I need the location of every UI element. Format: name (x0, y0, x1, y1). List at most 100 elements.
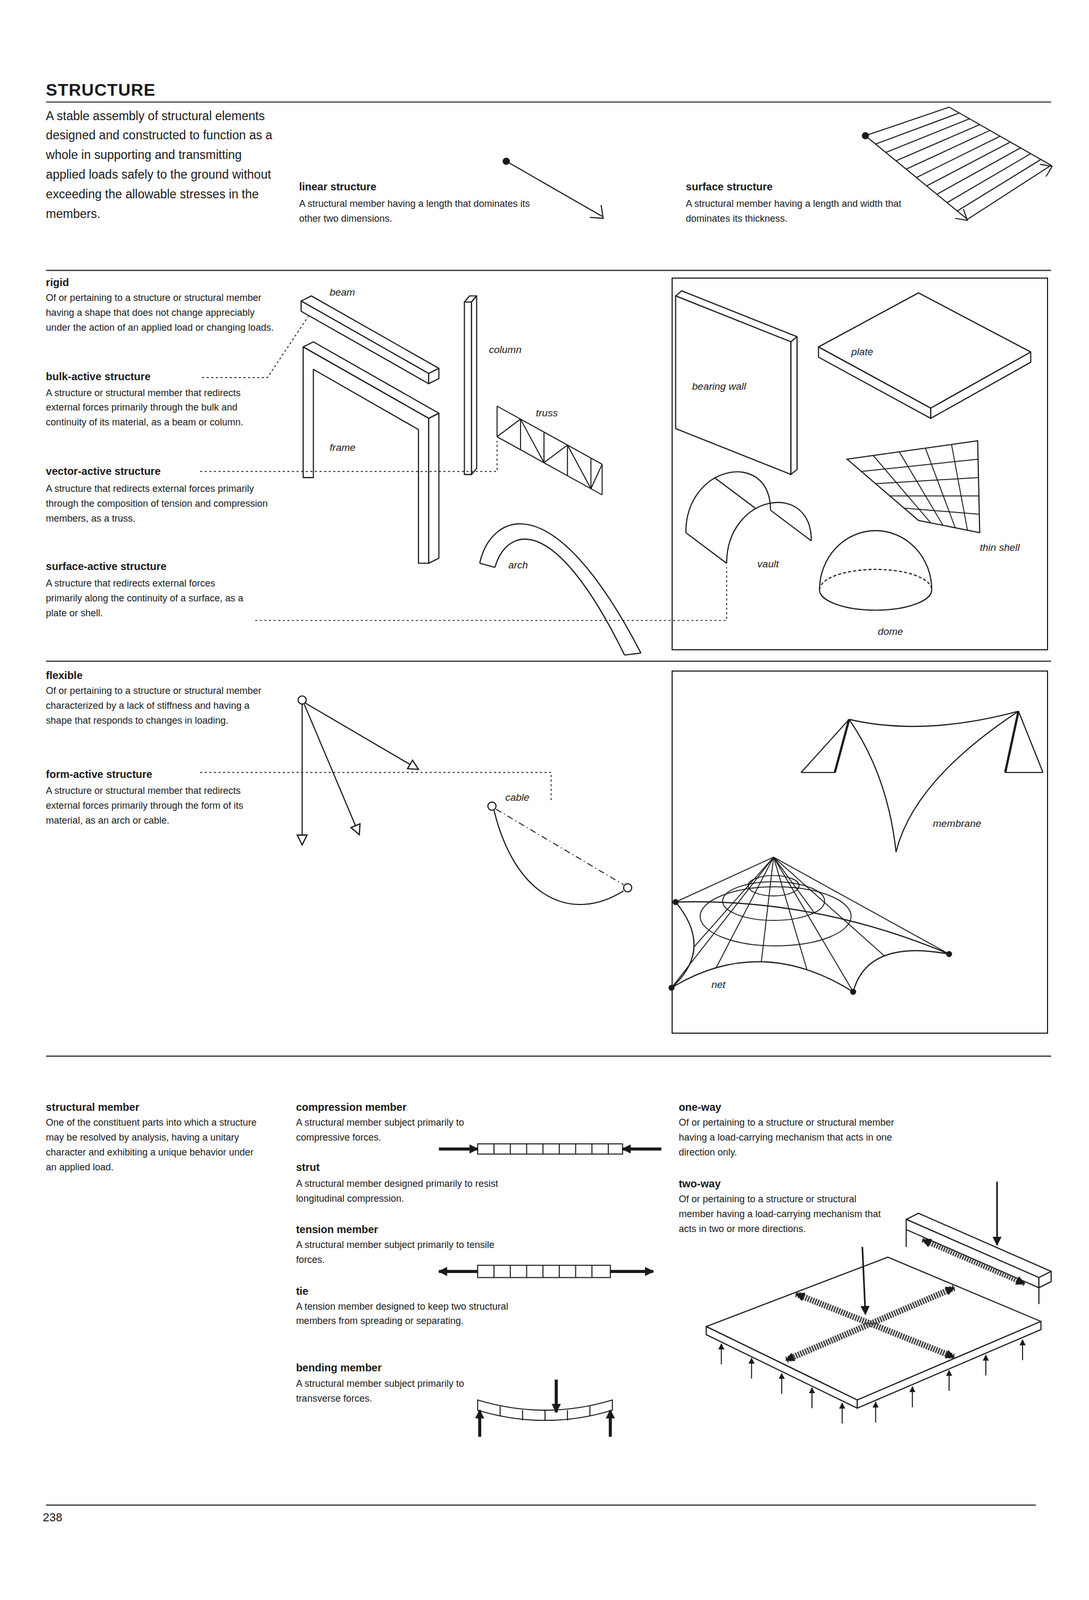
cable-figure (487, 801, 632, 905)
rule-line (46, 102, 1052, 1506)
compression-member-figure (438, 1147, 478, 1151)
page-number: 238 (43, 1510, 63, 1525)
definition-text: A structural member subject primarily to… (296, 1115, 511, 1146)
compression-member-figure (493, 1143, 495, 1154)
term-heading: surface-active structure (45, 559, 167, 574)
two-way-slab-figure (785, 1287, 955, 1361)
membrane-figure (801, 719, 850, 773)
dome-figure (819, 589, 932, 610)
compression-member-figure (509, 1143, 512, 1154)
thin-shell-figure (951, 444, 968, 531)
bending-member-figure (554, 1379, 558, 1412)
definition-text: A tension member designed to keep two st… (296, 1299, 521, 1330)
term-heading: vector-active structure (45, 464, 161, 479)
compression-member-figure (622, 1147, 662, 1151)
one-way-beam-figure (922, 1240, 1025, 1285)
membrane-figure (801, 772, 835, 774)
frame-figure (303, 346, 429, 564)
rule-line (46, 1055, 1052, 1057)
column-figure (464, 302, 472, 475)
net-figure (761, 857, 774, 962)
leader-line (199, 440, 497, 472)
term-heading: one-way (678, 1100, 722, 1114)
net-figure (671, 901, 950, 992)
dome-figure (819, 530, 932, 590)
bending-member-figure (566, 1410, 568, 1421)
definition-text: One of the constituent parts into which … (45, 1115, 266, 1176)
thin-shell-figure (925, 448, 956, 529)
two-way-slab-figure (721, 1339, 1023, 1424)
definition-text: Of or pertaining to a structure or struc… (45, 290, 276, 336)
compression-member-figure (525, 1143, 527, 1154)
thin-shell-figure (875, 477, 979, 484)
arch-figure (479, 523, 641, 656)
part-label: beam (328, 286, 357, 299)
truss-figure (496, 406, 498, 438)
part-label: truss (534, 407, 559, 420)
figure-panel: bearing wallplatethin shellvaultdome (671, 277, 1049, 651)
cable-figure (623, 883, 632, 892)
term-heading: two-way (678, 1176, 721, 1191)
plate-figure (818, 292, 1031, 409)
arch-figure (624, 652, 642, 656)
thin-shell-figure (890, 495, 979, 497)
truss-figure (590, 464, 602, 489)
dome-figure (819, 569, 932, 590)
definition-text: A structural member designed primarily t… (296, 1176, 521, 1207)
term-heading: rigid (45, 275, 69, 290)
bearing-wall-figure (790, 336, 798, 475)
membrane-figure (1004, 772, 1043, 774)
arch-figure (479, 563, 496, 568)
part-label: cable (504, 791, 531, 804)
plate-figure (930, 352, 1031, 419)
two-way-slab-figure (706, 1326, 858, 1409)
surface-structure-figure (926, 141, 1011, 187)
term-heading: bulk-active structure (45, 369, 151, 384)
frame-figure (428, 413, 439, 564)
rule-line (46, 660, 1052, 663)
truss-figure (520, 419, 544, 463)
surface-structure-figure (1040, 164, 1053, 177)
term-heading: structural member (45, 1100, 140, 1114)
thin-shell-figure (873, 455, 931, 524)
part-label: vault (756, 558, 780, 571)
two-way-slab-figure (841, 1403, 843, 1424)
compression-member-figure (591, 1143, 593, 1154)
one-way-beam-figure (906, 1213, 1051, 1278)
tension-member-figure (525, 1265, 527, 1278)
compression-member-figure (575, 1143, 577, 1154)
truss-figure (543, 445, 568, 463)
net-figure (700, 886, 852, 946)
term-heading: bending member (296, 1360, 382, 1375)
cable-figure (493, 810, 624, 905)
two-way-slab-figure (862, 1246, 866, 1315)
net-figure (946, 951, 952, 957)
term-heading: compression member (296, 1100, 407, 1114)
leader-line (199, 772, 551, 802)
two-way-slab-figure (875, 1402, 877, 1423)
compression-member-figure (477, 1143, 623, 1154)
definition-text: Of or pertaining to a structure or struc… (678, 1192, 893, 1237)
thin-shell-figure (899, 451, 943, 526)
net-figure (773, 857, 950, 954)
term-heading: flexible (45, 668, 83, 683)
membrane-figure (849, 719, 896, 852)
surface-structure-figure (906, 130, 990, 170)
vault-figure (685, 532, 727, 564)
surface-structure-figure (947, 153, 1031, 203)
surface-structure-figure (862, 132, 869, 139)
definition-text: A structure that redirects external forc… (45, 576, 250, 622)
net-figure (668, 857, 952, 995)
force-diagram (298, 696, 419, 845)
term-heading: form-active structure (45, 767, 153, 782)
force-diagram (301, 704, 303, 845)
part-label: frame (328, 441, 357, 455)
tension-member-figure (438, 1265, 653, 1278)
definition-text: A structure that redirects external forc… (45, 481, 276, 527)
truss-figure (566, 445, 568, 476)
vault-figure (714, 477, 756, 509)
net-figure (748, 875, 800, 896)
